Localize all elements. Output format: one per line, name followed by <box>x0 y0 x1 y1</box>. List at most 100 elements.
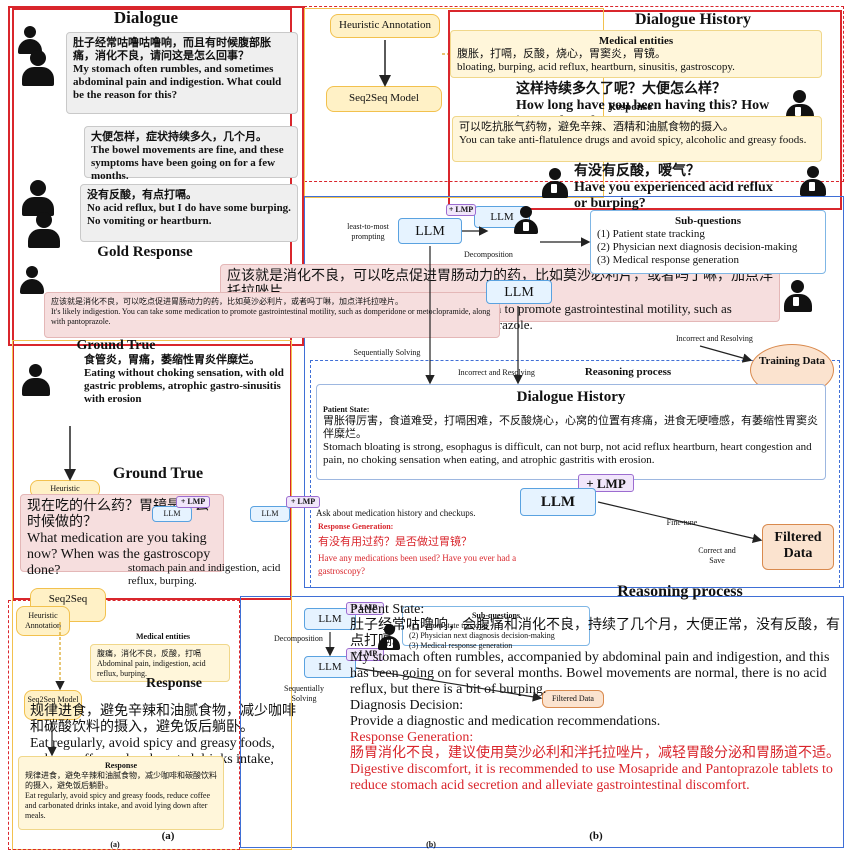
llm-box-2: LLM <box>398 218 462 244</box>
bottom-patient-state-label: Patient State: <box>350 602 425 617</box>
dialogue-frame-a <box>8 6 304 346</box>
history-response-box: 可以吃抗胀气药物，避免辛辣、酒精和油腻食物的摄入。 You can take a… <box>452 116 822 162</box>
doctor-message-1-zh: 大便怎样，症状持续多久，几个月。 <box>91 131 267 143</box>
sub-question-item: (1) Patient state tracking <box>597 228 705 240</box>
history-question-2: 有没有反酸，嗳气？ Have you experienced acid refl… <box>574 164 784 211</box>
patient-message-1-en: My stomach often rumbles, and sometimes … <box>73 63 282 101</box>
medical-entities-left-box: 腹痛，消化不良，反酸，打嗝 Abdominal pain, indigestio… <box>90 644 230 682</box>
arrow-bottom-filtered <box>355 667 543 702</box>
medication-question-en: What medication are you taking now? When… <box>27 531 211 578</box>
response-title-left: Response <box>145 676 202 691</box>
sub-questions-title-2: Sub-questions <box>471 611 521 620</box>
sub-questions-box-2: Sub-questions (1) Patient state tracking… <box>402 606 590 650</box>
bottom-diagnosis-text: Provide a diagnostic and medication reco… <box>350 714 661 729</box>
decomposition-label-1: Decomposition <box>464 250 513 259</box>
llm-box-4: LLM <box>520 488 596 516</box>
gold-response-small-en: It's likely indigestion. You can take so… <box>51 307 491 326</box>
gold-response-short: No vomiting or heartburn. <box>87 215 212 227</box>
bottom-response-gen-en: Digestive discomfort, it is recommended … <box>350 762 833 793</box>
dialogue-history-y-title: Dialogue History <box>516 389 626 405</box>
response-small-left-en: Eat regularly, avoid spicy and greasy fo… <box>25 791 211 820</box>
ground-truth-text: 食管炎，胃痛，萎缩性胃炎伴糜烂。 Eating without choking … <box>84 354 284 406</box>
gold-response-small-box: 应该就是消化不良，可以吃点促进胃肠动力的药，比如莫沙必利片，或者吗丁啉，加点洋托… <box>44 292 500 338</box>
entities-left-en: Abdominal pain, indigestion, acid reflux… <box>97 659 206 678</box>
doctor-avatar-3 <box>542 168 568 198</box>
doctor-message-1-en: The bowel movements are fine, and these … <box>91 144 284 182</box>
lmp-tag-left-1: + LMP <box>176 496 210 508</box>
response-gen-label-mid: Response Generation: <box>318 522 394 531</box>
doctor-avatar-6 <box>784 280 812 312</box>
panel-a-label-small: (a) <box>110 840 120 849</box>
arrow-to-training <box>699 345 753 363</box>
ground-truth-en: Eating without choking sensation, with o… <box>84 367 284 405</box>
response-label: Response <box>607 101 652 113</box>
response-big-left-zh: 规律进食，避免辛辣和油腻食物，减少咖啡和碳酸饮料的摄入，避免饭后躺卧。 <box>30 704 296 735</box>
llm-box-left-2: LLM <box>250 506 290 522</box>
incorrect-resolving-label-1: Incorrect and Resolving <box>458 368 535 377</box>
fine-tune-label: Fine-tune <box>666 518 698 527</box>
sub-question-item: (3) Medical response generation <box>409 641 513 650</box>
doctor-avatar-7 <box>378 624 400 650</box>
least-to-most-label: least-to-most prompting <box>347 222 389 241</box>
patient-message-2-en: No acid reflux, but I do have some burpi… <box>87 202 291 214</box>
seq2seq-model-left: Seq2Seq Model <box>24 690 82 720</box>
patient-state-mid-en: Stomach bloating is strong, esophagus is… <box>323 441 812 466</box>
panel-a-label: (a) <box>161 830 175 842</box>
bottom-patient-state-zh: 肚子经常咕噜响，会腹痛和消化不良，持续了几个月，大便正常，没有反酸，有点打嗝。 <box>350 618 840 649</box>
medical-entities-box: Medical entities 腹胀，打嗝，反酸，烧心，胃窦炎，胃镜。 blo… <box>450 30 822 78</box>
llm-box-6: LLM <box>304 656 356 678</box>
arrow-llm4-filtered <box>597 501 763 544</box>
symptoms-text: stomach pain and indigestion, acid reflu… <box>128 562 281 587</box>
bottom-diagnosis-label: Diagnosis Decision: <box>350 698 464 713</box>
lmp-tag-2: + LMP <box>578 474 634 492</box>
lmp-tag-4: + LMP <box>346 648 384 661</box>
doctor-avatar-4 <box>800 166 826 196</box>
doctor-message-1: 大便怎样，症状持续多久，几个月。 The bowel movements are… <box>84 126 298 182</box>
heuristic-annotation-box: Heuristic Annotation <box>330 14 440 38</box>
response-small-left-zh: 规律进食，避免辛辣和油腻食物，减少咖啡和碳酸饮料的摄入，避免饭后躺卧。 <box>25 771 217 790</box>
sequentially-solving-label-2: Sequentially Solving <box>284 684 324 703</box>
sub-questions-box: Sub-questions (1) Patient state tracking… <box>590 210 826 274</box>
bottom-response-gen-zh: 肠胃消化不良，建议使用莫沙必利和泮托拉唑片，减轻胃酸分泌和胃肠道不适。 <box>350 746 840 761</box>
medical-entities-zh: 腹胀，打嗝，反酸，烧心，胃窦炎，胃镜。 <box>457 48 666 60</box>
patient-avatar-6 <box>22 364 50 396</box>
gold-response-small-zh: 应该就是消化不良，可以吃点促进胃肠动力的药，比如莫沙必利片，或者吗丁啉，加点洋托… <box>51 297 403 306</box>
response-gen-mid-zh: 有没有用过药？是否做过胃镜？ <box>318 536 472 548</box>
medical-entities-left-title: Medical entities <box>136 632 190 641</box>
patient-avatar-3 <box>22 180 54 216</box>
reasoning-process-title: Reasoning process <box>617 583 743 600</box>
ground-truth-title: Ground True <box>76 338 156 353</box>
correct-save-label: Correct and Save <box>698 546 736 565</box>
method-frame-dash <box>310 360 840 588</box>
llm-box-3: LLM <box>486 280 552 304</box>
sub-question-item: (2) Physician next diagnosis decision-ma… <box>597 241 798 253</box>
history-response-en: You can take anti-flatulence drugs and a… <box>459 134 807 146</box>
method-frame-bottom <box>240 596 844 848</box>
patient-avatar-2 <box>22 50 54 86</box>
patient-avatar-4 <box>28 212 60 248</box>
lmp-tag-1: + LMP <box>446 204 476 216</box>
history-question-2-zh: 有没有反酸，嗳气？ <box>574 164 700 179</box>
sub-questions-title: Sub-questions <box>674 215 742 227</box>
history-question-1-zh: 这样持续多久了呢？大便怎么样？ <box>516 82 726 97</box>
heuristic-annotation-left: Heuristic Annotation <box>16 606 70 636</box>
sub-question-item: (3) Medical response generation <box>597 254 740 266</box>
lmp-tag-left-2: + LMP <box>286 496 320 508</box>
heuristic-frame-top <box>304 8 604 198</box>
patient-message-2-zh: 没有反酸，有点打嗝。 <box>87 189 197 201</box>
reasoning-process-label: Reasoning process <box>584 366 672 378</box>
response-small-left-title: Response <box>104 761 137 770</box>
bottom-patient-state-en: My stomach often rumbles, accompanied by… <box>350 650 830 697</box>
filtered-data-box-bottom: Filtered Data <box>542 690 604 708</box>
sub-question-item: (2) Physician next diagnosis decision-ma… <box>409 631 555 640</box>
llm-box-left-1: LLM <box>152 506 192 522</box>
left-frame-dash <box>8 600 240 850</box>
ground-true-title-2: Ground True <box>112 465 204 482</box>
response-gen-mid-en: Have any medications been used? Have you… <box>318 553 517 576</box>
medical-entities-title: Medical entities <box>598 35 674 47</box>
dialogue-title: Dialogue <box>113 8 179 27</box>
patient-message-1: 肚子经常咕噜咕噜响，而且有时候腹部胀痛，消化不良，请问这是怎么回事？ My st… <box>66 32 298 114</box>
entities-left-zh: 腹痛，消化不良，反酸，打嗝 <box>97 649 201 658</box>
patient-avatar-5 <box>20 266 44 294</box>
